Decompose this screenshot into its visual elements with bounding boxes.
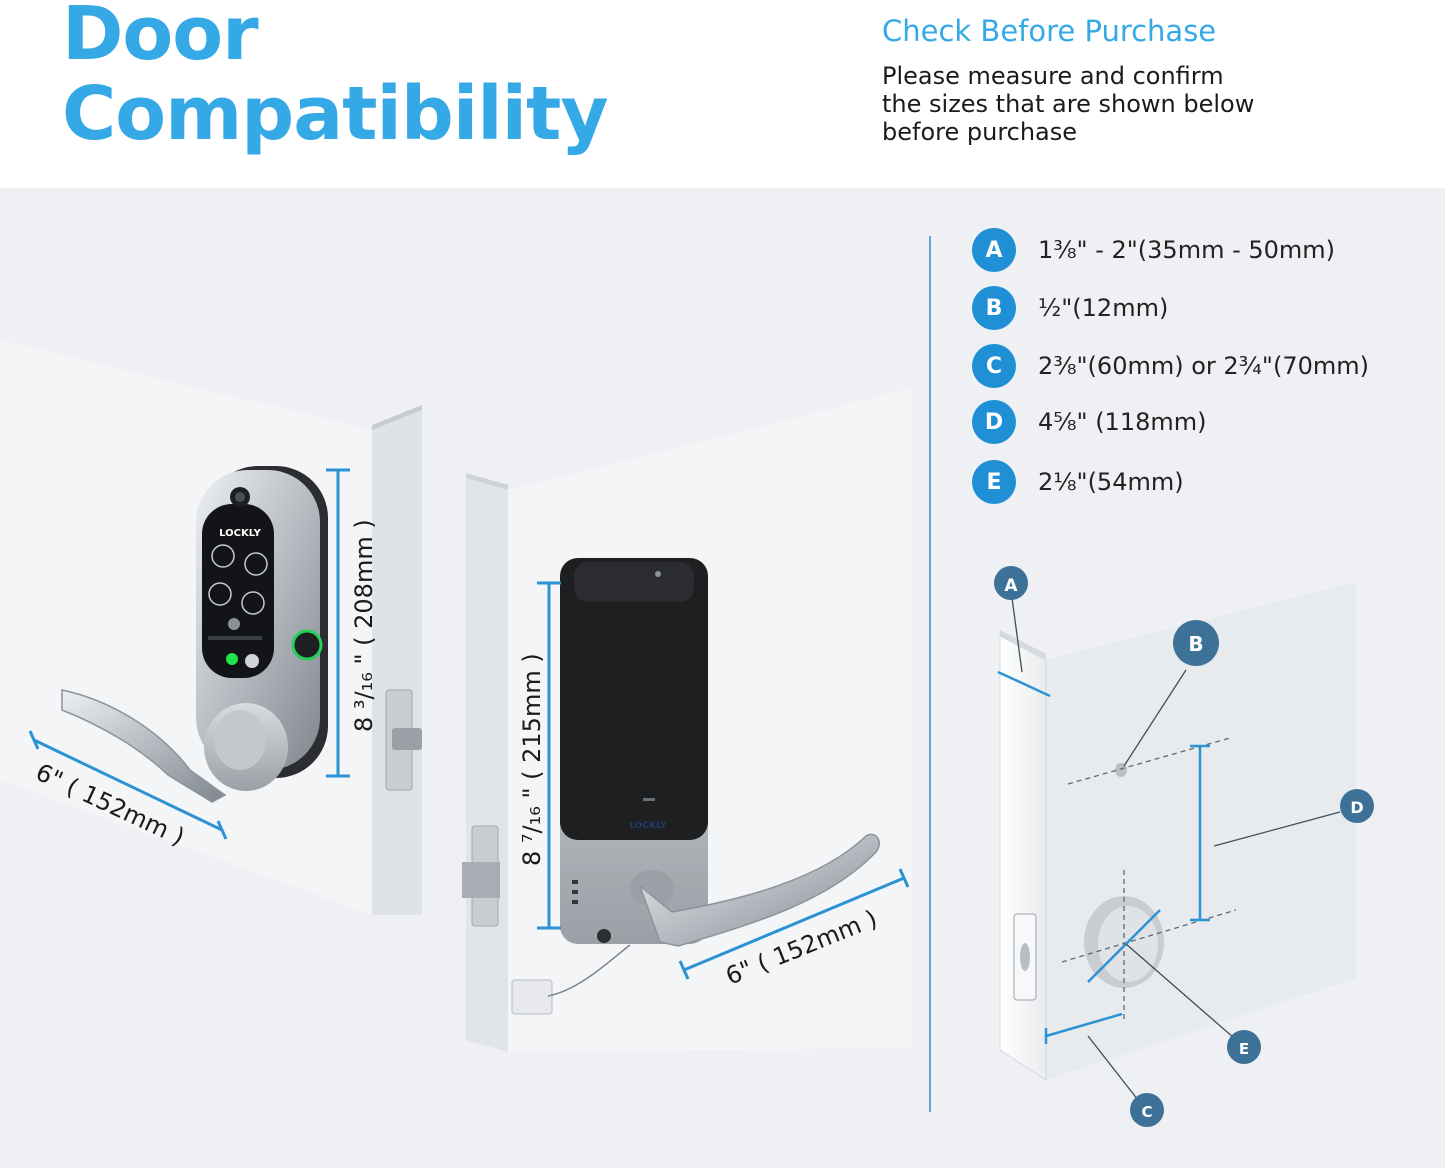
marker-c: C — [1130, 1093, 1164, 1127]
marker-a-label: A — [1004, 576, 1018, 596]
check-title: Check Before Purchase — [882, 14, 1217, 48]
spec-badge-c: C — [972, 344, 1016, 388]
lock-2-height-label: 8 ⁷/₁₆ " ( 215mm ) — [518, 653, 546, 866]
lock-2-height-dimension: 8 ⁷/₁₆ " ( 215mm ) — [518, 581, 561, 930]
spec-text-e: 2⅛"(54mm) — [1038, 468, 1184, 496]
door-prep-diagram — [997, 582, 1356, 1101]
spec-badge-d: D — [972, 400, 1016, 444]
lock-2-interior-lock: LOCKLY — [560, 558, 880, 947]
title-line-2: Compatibility — [62, 71, 609, 157]
lock-1-brand: LOCKLY — [219, 528, 261, 539]
spec-row-b: B ½"(12mm) — [972, 286, 1168, 330]
spec-text-b: ½"(12mm) — [1038, 294, 1169, 322]
spec-badge-b: B — [972, 286, 1016, 330]
lock-1-height-label: 8 ³/₁₆ " ( 208mm ) — [350, 519, 378, 732]
page-title: Door Compatibility — [62, 0, 609, 157]
title-line-1: Door — [62, 0, 259, 77]
spec-row-d: D 4⁵⁄₈" (118mm) — [972, 400, 1206, 444]
spec-text-c: 2³⁄₈"(60mm) or 2³⁄₄"(70mm) — [1038, 352, 1369, 380]
marker-b-label: B — [1188, 632, 1203, 656]
lock-1-keypad-lock: LOCKLY — [61, 466, 328, 803]
spec-row-c: C 2³⁄₈"(60mm) or 2³⁄₄"(70mm) — [972, 344, 1369, 388]
check-line-3: before purchase — [882, 118, 1078, 146]
marker-e: E — [1227, 1030, 1261, 1064]
marker-d-label: D — [1350, 798, 1363, 817]
spec-row-a: A 1³⁄₈" - 2"(35mm - 50mm) — [972, 228, 1335, 272]
marker-e-label: E — [1239, 1040, 1249, 1058]
marker-c-label: C — [1141, 1103, 1152, 1121]
spec-text-d: 4⁵⁄₈" (118mm) — [1038, 408, 1207, 436]
spec-badge-e: E — [972, 460, 1016, 504]
marker-a: A — [994, 566, 1028, 600]
check-description: Please measure and confirm the sizes tha… — [882, 62, 1352, 146]
spec-row-e: E 2⅛"(54mm) — [972, 460, 1184, 504]
header: Door Compatibility Check Before Purchase… — [0, 0, 1445, 188]
lock-1-height-dimension: 8 ³/₁₆ " ( 208mm ) — [326, 468, 378, 778]
check-line-2: the sizes that are shown below — [882, 90, 1255, 118]
check-line-1: Please measure and confirm — [882, 62, 1224, 90]
marker-b: B — [1173, 620, 1219, 666]
marker-d: D — [1340, 789, 1374, 823]
spec-badge-a: A — [972, 228, 1016, 272]
section-divider — [929, 236, 931, 1112]
spec-text-a: 1³⁄₈" - 2"(35mm - 50mm) — [1038, 236, 1336, 264]
lock-2-brand: LOCKLY — [629, 821, 667, 831]
